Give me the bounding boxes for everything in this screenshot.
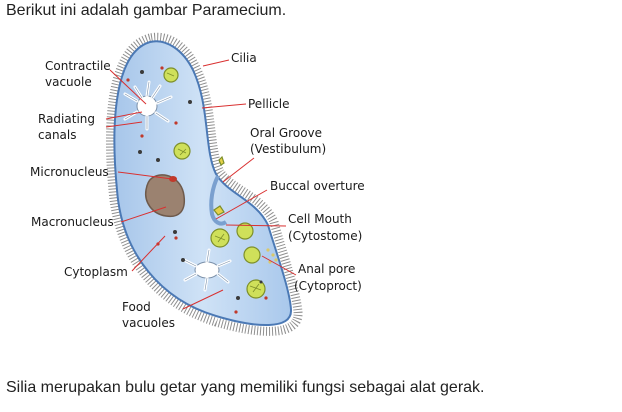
svg-text:vacuole: vacuole (45, 75, 92, 89)
svg-text:Radiating: Radiating (38, 112, 95, 126)
svg-text:Oral Groove: Oral Groove (250, 126, 322, 140)
svg-text:Food: Food (122, 300, 151, 314)
svg-text:(Cytostome): (Cytostome) (288, 229, 362, 243)
svg-text:Cell Mouth: Cell Mouth (288, 212, 352, 226)
label-contractile-vacuole: Contractile vacuole (45, 59, 111, 89)
label-macronucleus: Macronucleus (31, 215, 114, 229)
cilia-fringe (105, 32, 303, 336)
red-granules (126, 66, 268, 314)
micronucleus (169, 176, 177, 182)
label-radiating-canals: Radiating canals (38, 112, 95, 142)
oral-groove (209, 175, 228, 226)
label-cell-mouth: Cell Mouth (Cytostome) (288, 212, 362, 243)
label-micronucleus: Micronucleus (30, 165, 109, 179)
label-anal-pore: Anal pore (Cytoproct) (294, 262, 362, 293)
food-vacuoles (163, 67, 266, 299)
label-food-vacuoles: Food vacuoles (122, 300, 175, 330)
svg-text:(Cytoproct): (Cytoproct) (294, 279, 362, 293)
label-cilia: Cilia (231, 51, 257, 65)
svg-text:vacuoles: vacuoles (122, 316, 175, 330)
macronucleus (144, 174, 186, 218)
leader-lines (105, 59, 297, 310)
svg-text:Contractile: Contractile (45, 59, 111, 73)
contractile-vacuole-lower (182, 248, 232, 292)
svg-text:Anal pore: Anal pore (298, 262, 355, 276)
food-vacuole-marks (166, 72, 262, 293)
svg-text:(Vestibulum): (Vestibulum) (250, 142, 326, 156)
svg-text:canals: canals (38, 128, 77, 142)
contractile-vacuole (123, 80, 173, 131)
anal-pore-dots (266, 248, 278, 264)
cytoplasm-granules (138, 70, 263, 300)
outro-text: Silia merupakan bulu getar yang memiliki… (6, 379, 485, 396)
label-cytoplasm: Cytoplasm (64, 265, 128, 279)
label-buccal-overture: Buccal overture (270, 179, 365, 193)
label-pellicle: Pellicle (248, 97, 290, 111)
intro-text: Berikut ini adalah gambar Paramecium. (6, 2, 287, 19)
label-oral-groove: Oral Groove (Vestibulum) (250, 126, 326, 156)
